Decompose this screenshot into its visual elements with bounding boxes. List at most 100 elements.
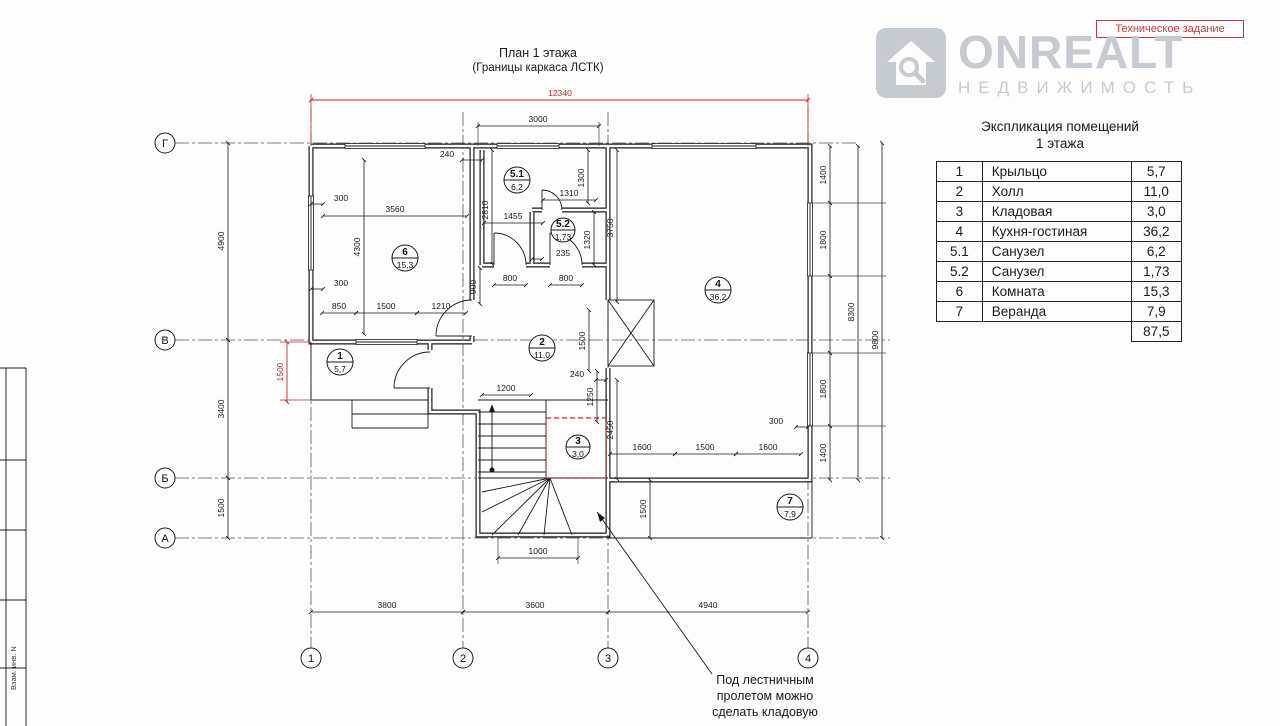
svg-text:3560: 3560 <box>386 204 405 214</box>
room-label-1: 1 5,7 <box>326 348 354 376</box>
onrealt-logo: ONREALT НЕДВИЖИМОСТЬ <box>876 28 1201 98</box>
explication-block: Экспликация помещений 1 этажа 1 Крыльцо … <box>936 118 1184 342</box>
room-number: 5.2 <box>936 261 983 282</box>
explication-title-line2: 1 этажа <box>1036 136 1084 151</box>
svg-text:1600: 1600 <box>759 442 778 452</box>
svg-text:1500: 1500 <box>638 499 648 518</box>
dim-total-width: 12340 <box>548 88 572 98</box>
room-number: 4 <box>936 221 983 242</box>
svg-text:1: 1 <box>337 351 343 362</box>
veranda-outline <box>607 480 813 539</box>
svg-text:9800: 9800 <box>870 330 880 349</box>
axis-col-3: 3 <box>605 653 611 665</box>
stairs-direction-arrow <box>489 404 495 412</box>
note-line2: пролетом можно <box>716 689 814 703</box>
room-name: Санузел <box>981 241 1132 262</box>
room-label-5-1: 5.1 6,2 <box>503 166 531 194</box>
note-line1: Под лестничным <box>716 673 814 687</box>
svg-text:7,9: 7,9 <box>784 509 796 519</box>
svg-text:1800: 1800 <box>818 230 828 249</box>
svg-text:300: 300 <box>334 193 348 203</box>
drawing-title-line1: План 1 этажа <box>499 46 577 60</box>
axis-row-g: Г <box>162 138 168 150</box>
svg-text:1400: 1400 <box>818 165 828 184</box>
svg-text:2810: 2810 <box>480 200 490 219</box>
svg-text:800: 800 <box>503 273 517 283</box>
table-row: 3 Кладовая 3,0 <box>936 201 1183 222</box>
technical-task-stamp: Техническое задание <box>1096 20 1244 38</box>
room-area: 1,73 <box>1130 261 1183 282</box>
room-name: Комната <box>981 281 1132 302</box>
room-label-7: 7 7,9 <box>776 493 804 521</box>
svg-text:1,73: 1,73 <box>555 232 572 242</box>
svg-text:4900: 4900 <box>216 231 226 250</box>
svg-text:4300: 4300 <box>352 237 362 256</box>
table-row: 4 Кухня-гостиная 36,2 <box>936 221 1183 242</box>
svg-text:5.1: 5.1 <box>510 169 524 180</box>
room-area: 15,3 <box>1130 281 1183 302</box>
svg-text:1500: 1500 <box>577 331 587 350</box>
table-row: 6 Комната 15,3 <box>936 281 1183 302</box>
stairs <box>478 399 608 536</box>
axis-row-b: Б <box>161 473 168 485</box>
room-name: Кладовая <box>981 201 1132 222</box>
svg-text:300: 300 <box>334 278 348 288</box>
opening-kitchen-double-door <box>607 299 655 367</box>
svg-text:2450: 2450 <box>605 420 615 439</box>
leader-arrow <box>596 511 713 675</box>
room-label-3: 3 3,0 <box>565 434 591 460</box>
svg-text:235: 235 <box>556 248 570 258</box>
room-label-2: 2 11,0 <box>528 334 556 362</box>
room-label-4: 4 36,2 <box>704 276 732 304</box>
drawing-title-line2: (Границы каркаса ЛСТК) <box>472 62 604 74</box>
room-number: 2 <box>936 181 983 202</box>
dim-porch-1500: 1500 <box>275 362 285 381</box>
svg-text:3: 3 <box>575 436 581 447</box>
axis-row-a: А <box>161 533 169 545</box>
svg-text:1200: 1200 <box>497 383 516 393</box>
svg-text:6: 6 <box>402 247 408 258</box>
svg-text:1500: 1500 <box>216 498 226 517</box>
svg-text:1320: 1320 <box>582 230 592 249</box>
table-row: 1 Крыльцо 5,7 <box>936 161 1183 182</box>
room-area: 11,0 <box>1130 181 1183 202</box>
axis-col-4: 4 <box>805 653 811 665</box>
svg-text:2: 2 <box>539 337 545 348</box>
note-line3: сделать кладовую <box>712 705 818 719</box>
axis-row-v: В <box>161 335 168 347</box>
svg-text:1800: 1800 <box>818 379 828 398</box>
doors <box>393 189 655 389</box>
svg-text:1210: 1210 <box>432 301 451 311</box>
svg-text:1400: 1400 <box>818 443 828 462</box>
svg-text:1310: 1310 <box>560 188 579 198</box>
door-bathroom-51 <box>493 232 527 266</box>
table-total-row: 87,5 <box>937 321 1183 342</box>
door-porch-entry <box>393 351 431 389</box>
room-name: Кухня-гостиная <box>981 221 1132 242</box>
svg-text:300: 300 <box>769 416 783 426</box>
svg-text:3800: 3800 <box>378 600 397 610</box>
svg-text:4: 4 <box>715 279 721 290</box>
stair-closet-note: Под лестничным пролетом можно сделать кл… <box>694 672 836 720</box>
room-label-6: 6 15,3 <box>391 244 419 272</box>
room-name: Холл <box>981 181 1132 202</box>
logo-house-icon <box>876 28 946 98</box>
svg-text:1500: 1500 <box>377 301 396 311</box>
room-number: 3 <box>936 201 983 222</box>
svg-text:3600: 3600 <box>526 600 545 610</box>
svg-text:8300: 8300 <box>846 302 856 321</box>
explication-table: 1 Крыльцо 5,7 2 Холл 11,0 3 Кладовая 3,0… <box>936 161 1183 342</box>
svg-text:240: 240 <box>440 149 454 159</box>
axis-col-2: 2 <box>460 653 466 665</box>
svg-text:850: 850 <box>332 301 346 311</box>
svg-text:3,0: 3,0 <box>572 449 584 459</box>
logo-name: ONREALT <box>958 26 1184 78</box>
svg-text:800: 800 <box>559 273 573 283</box>
svg-text:1500: 1500 <box>696 442 715 452</box>
svg-text:1455: 1455 <box>504 211 523 221</box>
closet-dashed-outline <box>545 417 607 479</box>
table-row: 5.1 Санузел 6,2 <box>936 241 1183 262</box>
svg-text:1600: 1600 <box>633 442 652 452</box>
